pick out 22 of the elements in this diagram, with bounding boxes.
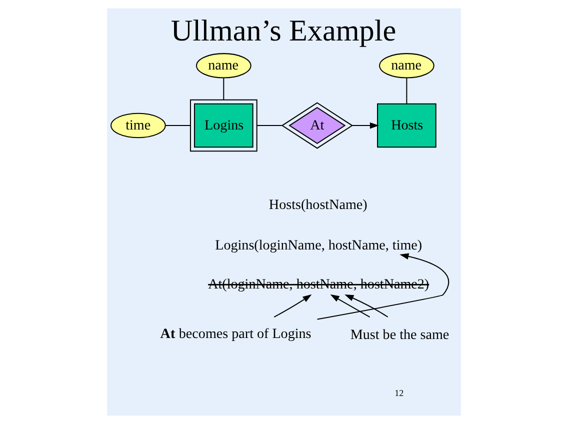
connector	[223, 78, 224, 100]
arrow	[344, 294, 388, 318]
label: 12	[394, 388, 404, 398]
arrow	[352, 122, 379, 129]
node-box: Logins	[190, 99, 258, 152]
connector	[406, 78, 408, 104]
node-text: At becomes part of Logins	[160, 326, 312, 342]
node-diamond: At	[281, 102, 354, 149]
arrow	[317, 253, 450, 320]
diagram-title: Ullman’s Example	[170, 14, 396, 48]
arrow	[330, 294, 370, 318]
node-text: Hosts(hostName)	[268, 197, 368, 214]
arrow	[274, 294, 312, 318]
connector	[166, 125, 190, 126]
connector	[256, 125, 282, 126]
node-text: Must be the same	[350, 326, 450, 343]
node-text: At(loginName, hostName, hostName2)	[208, 276, 430, 293]
node-ellipse: name	[379, 53, 434, 78]
node-ellipse: time	[110, 112, 166, 138]
node-ellipse: name	[196, 53, 252, 78]
node-text: Logins(loginName, hostName, time)	[215, 237, 422, 254]
node-box: Hosts	[377, 103, 436, 148]
